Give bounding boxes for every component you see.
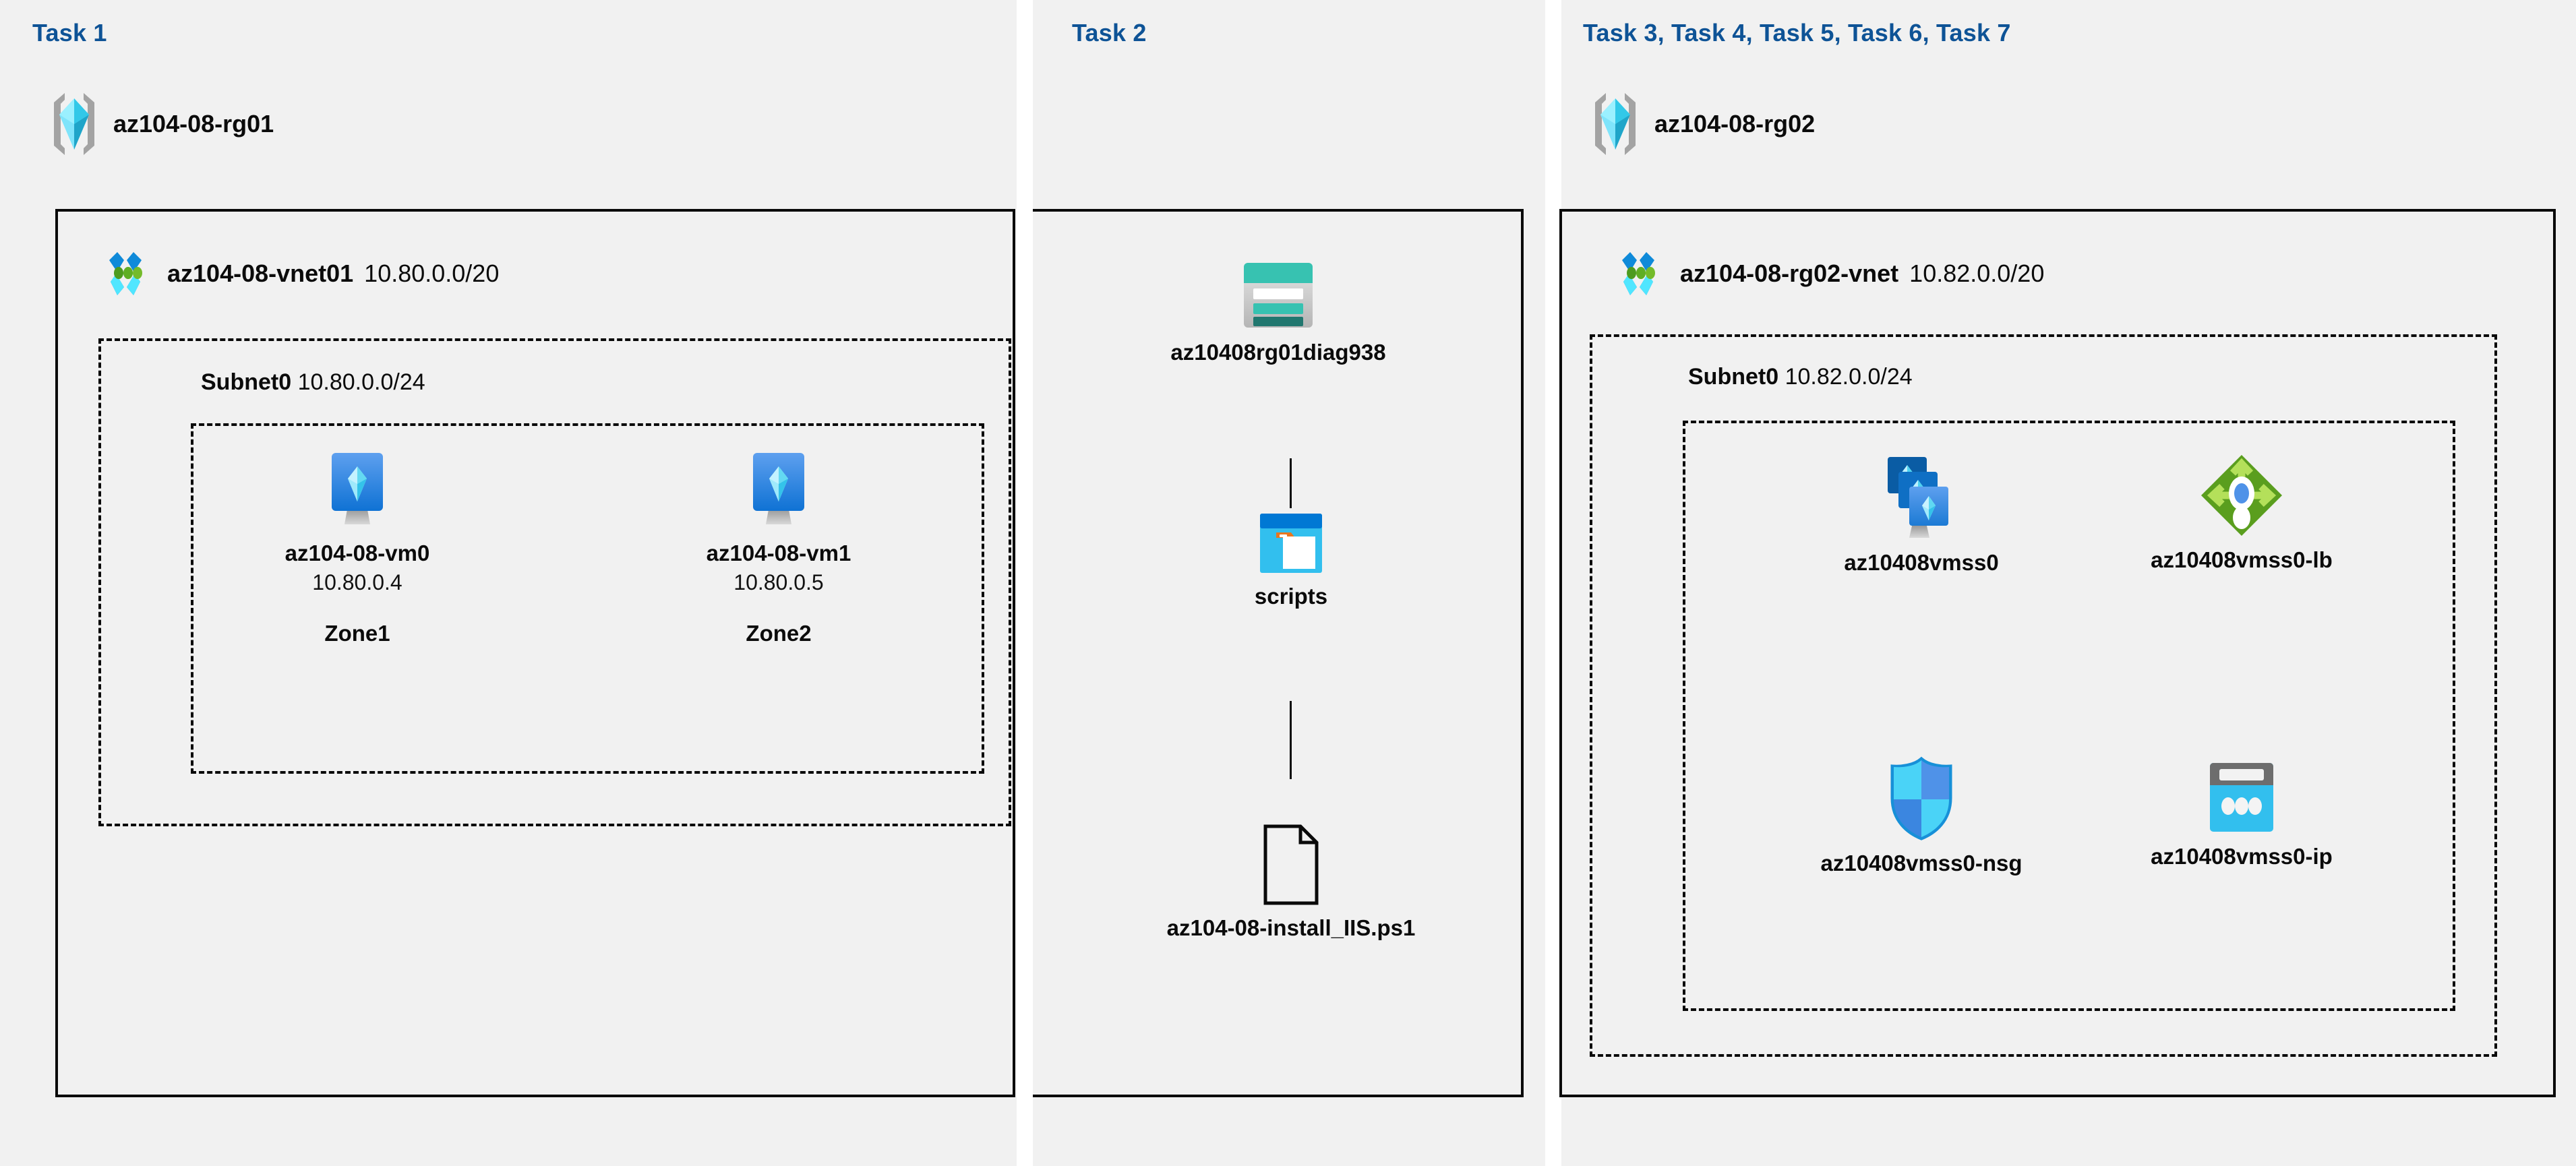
blob-container-node: scripts [1230, 512, 1352, 609]
resource-group-rg01: az104-08-rg01 [47, 89, 274, 159]
task-3-to-7-heading: Task 3, Task 4, Task 5, Task 6, Task 7 [1583, 19, 2011, 47]
panel-task-2 [1033, 0, 1545, 1166]
nsg-label: az10408vmss0-nsg [1820, 851, 2023, 876]
resource-group-icon [1588, 89, 1642, 159]
blob-container-label: scripts [1254, 584, 1328, 609]
task-1-heading: Task 1 [32, 19, 107, 47]
subnet-box-task3 [1590, 334, 2497, 1057]
vm-zone: Zone2 [746, 621, 812, 646]
task-2-heading: Task 2 [1072, 19, 1147, 47]
vm-scale-set-icon [1878, 453, 1965, 541]
storage-account-icon [1241, 260, 1315, 330]
public-ip-node: az10408vmss0-ip [2134, 760, 2349, 869]
load-balancer-node: az10408vmss0-lb [2127, 453, 2356, 573]
network-security-group-icon [1886, 756, 1957, 841]
vm-label: az104-08-vm0 [284, 541, 430, 565]
vm-zone: Zone1 [324, 621, 390, 646]
resource-group-rg02: az104-08-rg02 [1588, 89, 1815, 159]
subnet-label-task1: Subnet0 10.80.0.0/24 [201, 369, 425, 396]
vnet-cidr: 10.80.0.0/20 [364, 259, 500, 287]
file-icon [1260, 824, 1322, 906]
vnet-box-az104-08-rg02-vnet [1559, 209, 2556, 1097]
subnet-inner-box-task3 [1683, 421, 2455, 1011]
virtual-machine-icon [743, 450, 814, 531]
resource-group-label: az104-08-rg02 [1654, 110, 1816, 137]
nsg-node: az10408vmss0-nsg [1807, 756, 2036, 876]
panel-task-3-to-7 [1561, 0, 2576, 1166]
virtual-machine-icon [322, 450, 393, 531]
resource-group-label: az104-08-rg01 [113, 110, 274, 137]
vnet-name: az104-08-vnet01 [167, 259, 354, 287]
public-ip-address-icon [2206, 760, 2277, 834]
script-file-node: az104-08-install_IIS.ps1 [1167, 824, 1415, 941]
vmss-node: az10408vmss0 [1820, 453, 2023, 576]
vnet-box-az104-08-vnet01 [55, 209, 1015, 1097]
load-balancer-icon [2199, 453, 2284, 538]
subnet-box-task1 [98, 338, 1011, 826]
vnet-cidr: 10.82.0.0/20 [1909, 259, 2045, 287]
vnet-name: az104-08-rg02-vnet [1680, 259, 1899, 287]
blob-container-icon [1259, 512, 1323, 574]
virtual-network-icon [94, 243, 156, 305]
subnet-name: Subnet0 [1688, 364, 1779, 390]
vmss-label: az10408vmss0 [1844, 550, 1999, 575]
public-ip-label: az10408vmss0-ip [2151, 844, 2333, 869]
script-file-label: az104-08-install_IIS.ps1 [1166, 915, 1416, 940]
resource-group-icon [47, 89, 101, 159]
panel-task-1 [0, 0, 1017, 1166]
vm-node-az104-08-vm0: az104-08-vm0 10.80.0.4 Zone1 [273, 450, 442, 646]
connector-container-to-file [1290, 701, 1292, 779]
vm-node-az104-08-vm1: az104-08-vm1 10.80.0.5 Zone2 [694, 450, 863, 646]
storage-account-label: az10408rg01diag938 [1170, 340, 1386, 365]
vm-ip: 10.80.0.5 [733, 570, 824, 594]
subnet-cidr: 10.80.0.0/24 [297, 369, 425, 395]
virtual-network-icon [1607, 243, 1669, 305]
vnet-header-rg02-vnet: az104-08-rg02-vnet 10.82.0.0/20 [1607, 243, 2044, 305]
vnet-header-vnet01: az104-08-vnet01 10.80.0.0/20 [94, 243, 499, 305]
subnet-cidr: 10.82.0.0/24 [1785, 364, 1913, 390]
vm-ip: 10.80.0.4 [312, 570, 402, 594]
vm-label: az104-08-vm1 [706, 541, 851, 565]
connector-storage-to-container [1290, 458, 1292, 508]
subnet-name: Subnet0 [201, 369, 292, 395]
storage-account-node: az10408rg01diag938 [1170, 260, 1386, 365]
subnet-label-task3: Subnet0 10.82.0.0/24 [1688, 364, 1913, 390]
vnet-box-az104-08-vnet01-continued [1033, 209, 1524, 1097]
availability-zones-box [191, 423, 984, 774]
load-balancer-label: az10408vmss0-lb [2151, 547, 2333, 572]
